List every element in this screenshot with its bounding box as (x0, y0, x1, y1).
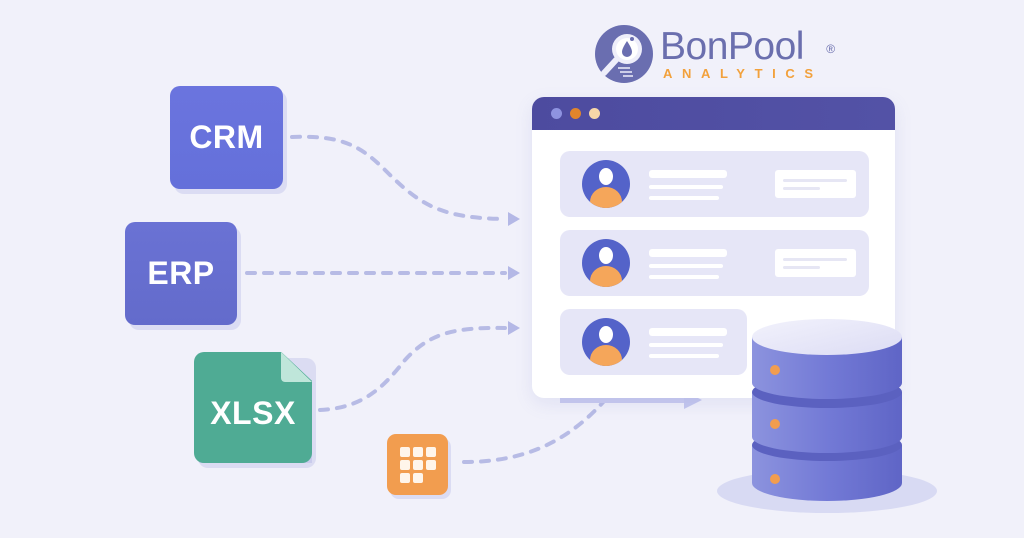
db-indicator-2 (770, 419, 780, 429)
arrowhead-xlsx (508, 321, 520, 335)
arrowhead-crm (508, 212, 520, 226)
crm-tile: CRM (170, 86, 283, 189)
window-dot-2 (570, 108, 581, 119)
user-avatar-icon (582, 239, 630, 287)
text-placeholder (649, 170, 727, 178)
text-placeholder (649, 196, 719, 200)
user-avatar-icon (582, 318, 630, 366)
registered-mark: ® (826, 42, 835, 56)
text-placeholder (649, 249, 727, 257)
db-indicator-3 (770, 474, 780, 484)
text-placeholder (649, 275, 719, 279)
database-icon (717, 319, 937, 513)
user-avatar-icon (582, 160, 630, 208)
crm-label: CRM (189, 119, 264, 155)
window-dot-3 (589, 108, 600, 119)
magnifier-drop-icon (595, 25, 653, 83)
logo-subtitle: ANALYTICS (663, 66, 823, 81)
text-placeholder (649, 354, 719, 358)
connector-grid (462, 398, 607, 464)
grid-squares (399, 446, 436, 483)
window-dot-1 (551, 108, 562, 119)
record-row-2 (560, 230, 869, 296)
xlsx-label: XLSX (210, 395, 296, 431)
connector-xlsx (318, 325, 507, 412)
db-indicator-1 (770, 365, 780, 375)
record-row-1 (560, 151, 869, 217)
window-title-bar (532, 97, 895, 130)
detail-card (775, 170, 856, 198)
app-window (532, 97, 895, 398)
record-row-3 (560, 309, 747, 375)
text-placeholder (649, 185, 723, 189)
text-placeholder (649, 264, 723, 268)
connector-crm (290, 134, 507, 221)
erp-label: ERP (147, 255, 215, 291)
text-placeholder (649, 343, 723, 347)
detail-card (775, 249, 856, 277)
app-grid-icon (387, 434, 448, 495)
logo-wordmark: BonPool® (660, 25, 835, 68)
erp-tile: ERP (125, 222, 237, 325)
text-placeholder (649, 328, 727, 336)
arrowhead-erp (508, 266, 520, 280)
bonpool-logo: BonPool® ANALYTICS (594, 24, 835, 84)
